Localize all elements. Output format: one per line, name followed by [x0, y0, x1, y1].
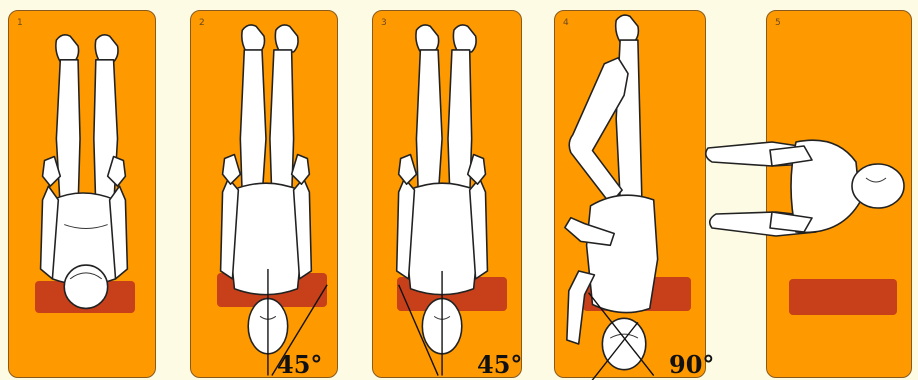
prone-side-figure [0, 0, 918, 380]
illustration-stage: 1 2 [0, 0, 918, 380]
